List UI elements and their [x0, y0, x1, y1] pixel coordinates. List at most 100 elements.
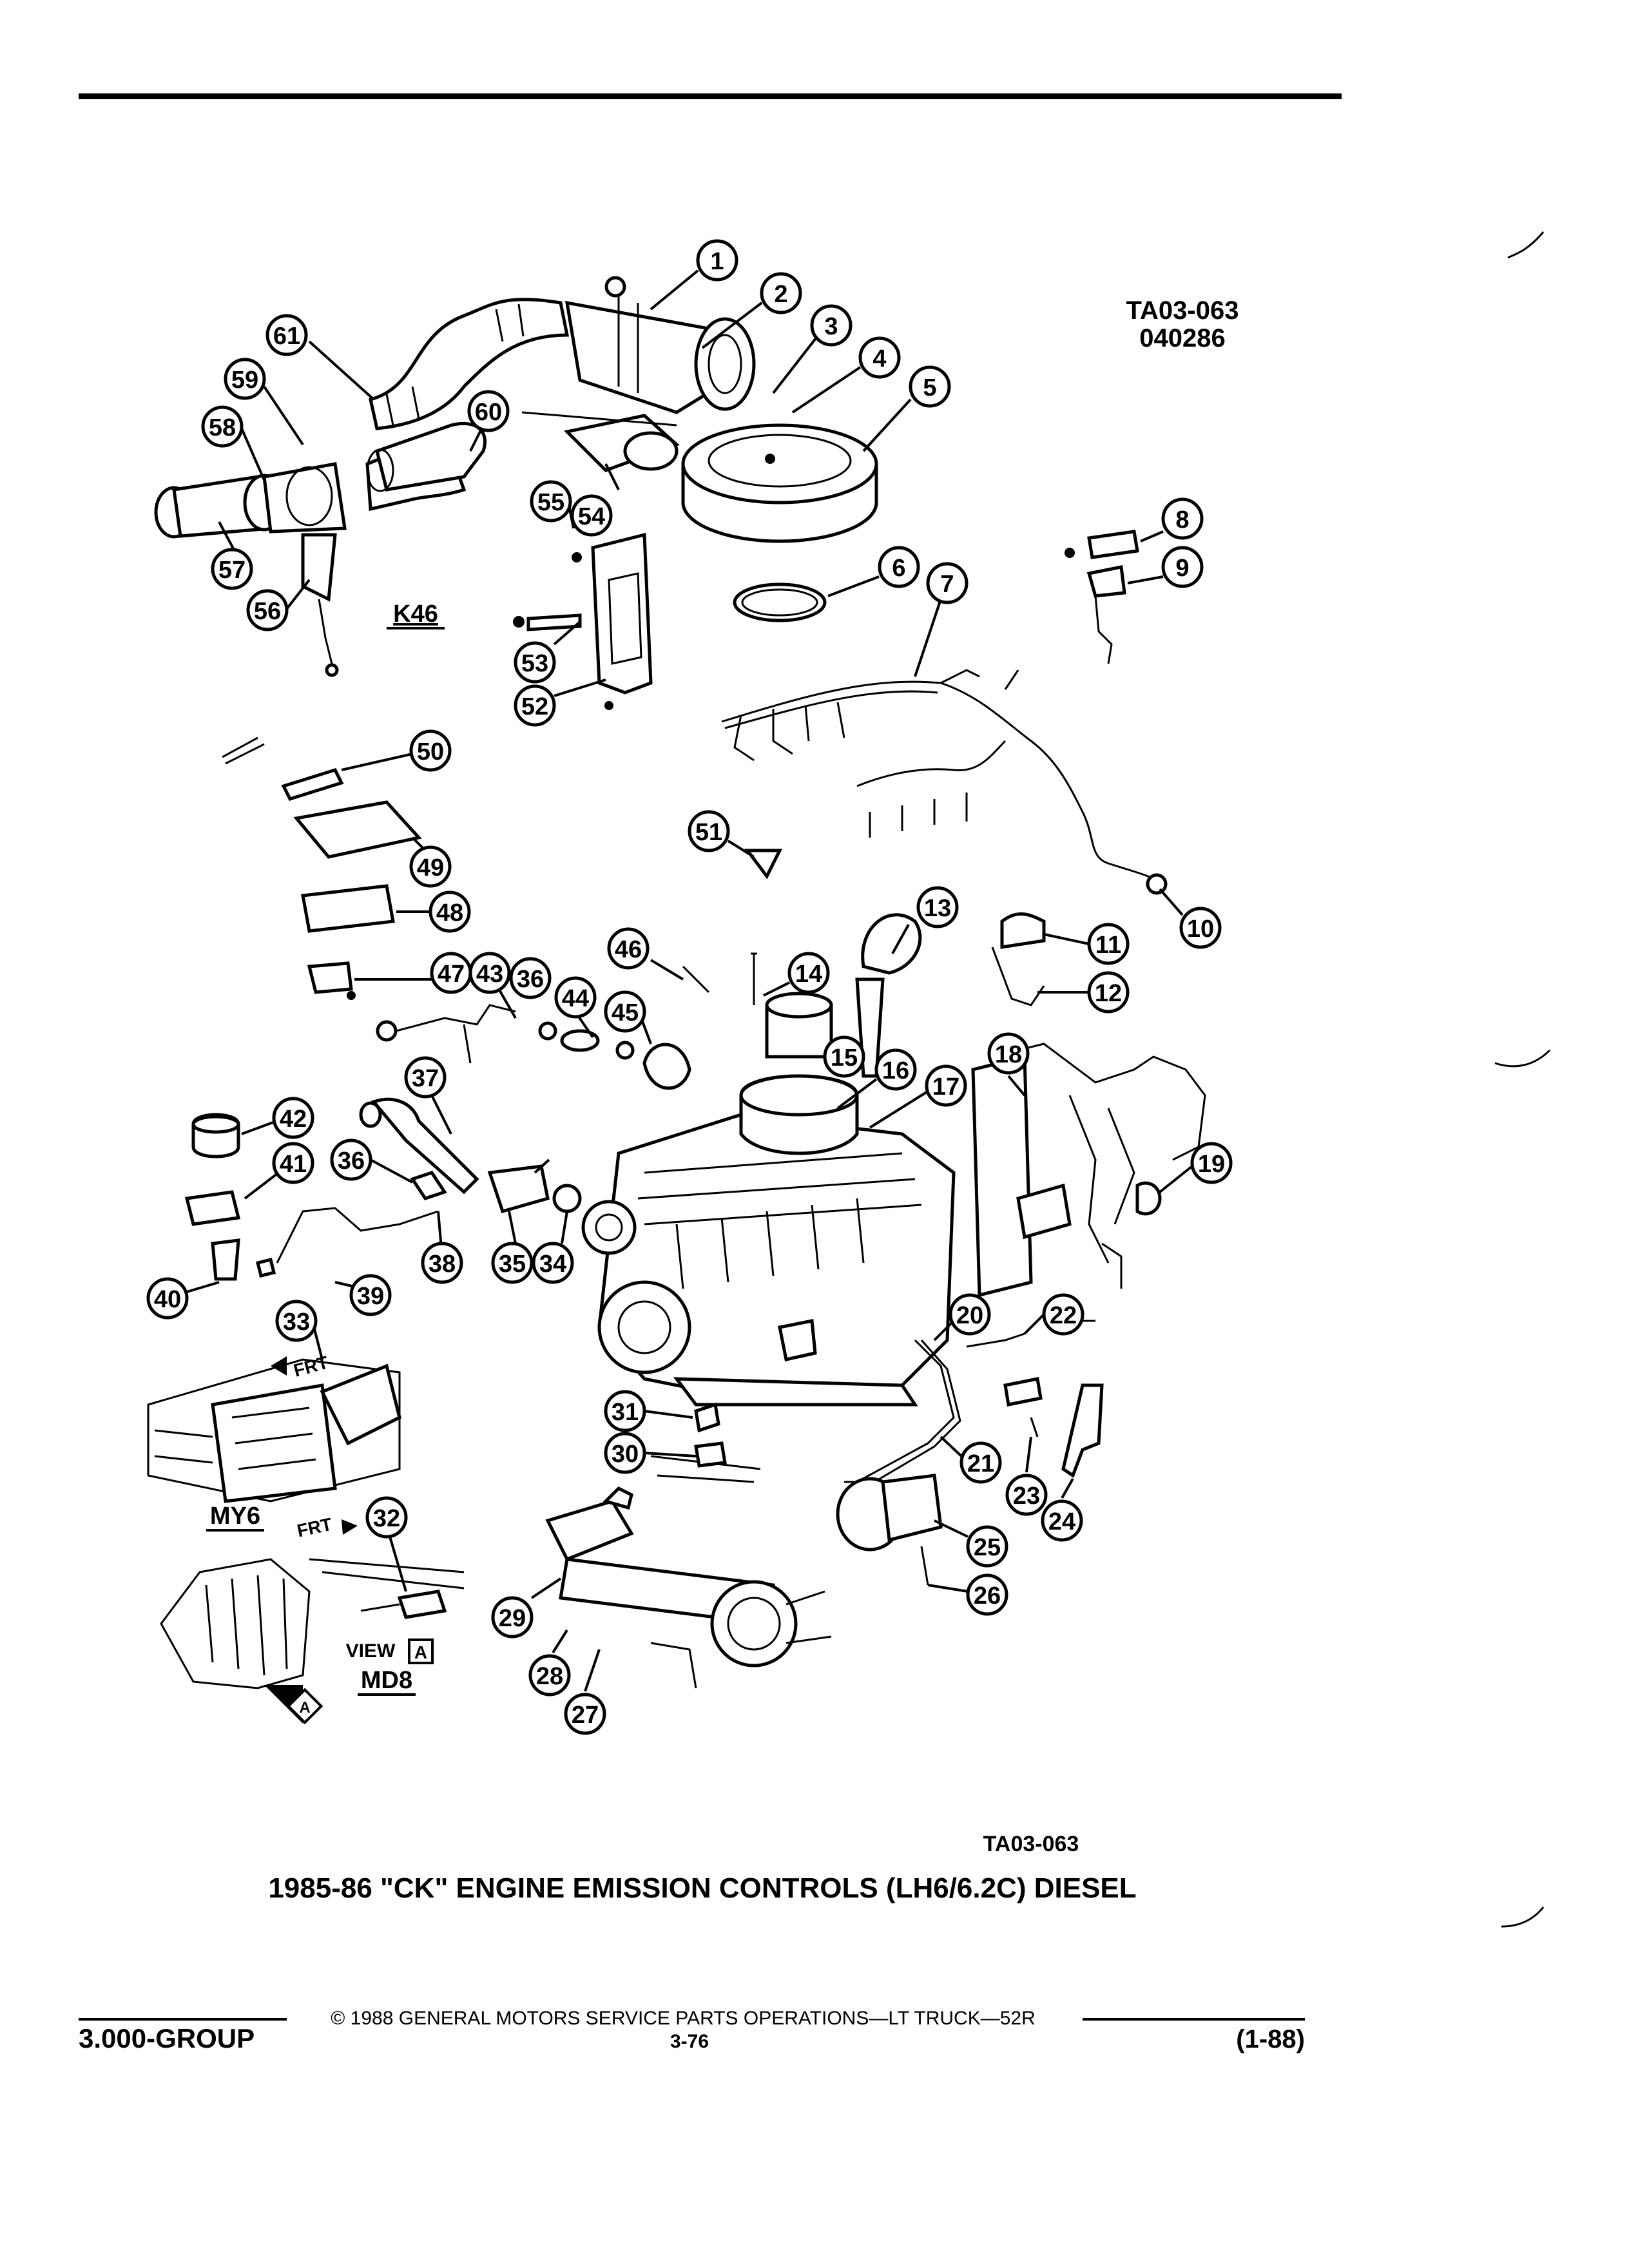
leader-lines [186, 269, 1193, 1692]
callout-59: 59 [224, 358, 266, 400]
callout-34: 34 [532, 1242, 574, 1284]
svg-text:41: 41 [280, 1151, 307, 1178]
view-letter-box [408, 1639, 434, 1664]
svg-text:58: 58 [209, 414, 236, 441]
svg-text:32: 32 [373, 1505, 400, 1532]
callout-10: 10 [1179, 907, 1222, 949]
svg-text:17: 17 [932, 1073, 959, 1100]
callout-4: 4 [858, 336, 901, 379]
callout-32: 32 [365, 1496, 408, 1539]
group-label: 3.000-GROUP [79, 2023, 255, 2053]
sensor-8-9 [1065, 530, 1139, 664]
parts-22-24 [966, 1332, 1104, 1478]
egr-parts-left [222, 736, 422, 1000]
scan-mark-1 [1507, 231, 1545, 259]
inset-md8 [160, 1558, 465, 1689]
vacuum-pump [836, 1474, 943, 1586]
callout-49: 49 [409, 845, 452, 888]
svg-text:46: 46 [615, 936, 642, 963]
copyright-line: © 1988 GENERAL MOTORS SERVICE PARTS OPER… [331, 2008, 1036, 2029]
svg-text:23: 23 [1013, 1483, 1040, 1510]
callout-24: 24 [1041, 1499, 1083, 1542]
air-cleaner [681, 423, 878, 543]
svg-text:35: 35 [499, 1251, 526, 1278]
callout-50: 50 [409, 729, 452, 772]
svg-text:51: 51 [695, 819, 722, 846]
svg-text:61: 61 [273, 323, 300, 350]
callout-22: 22 [1042, 1293, 1084, 1336]
svg-text:4: 4 [872, 345, 886, 372]
svg-text:11: 11 [1095, 932, 1121, 959]
svg-text:53: 53 [521, 650, 548, 677]
callout-45: 45 [604, 990, 646, 1033]
svg-text:27: 27 [572, 1702, 599, 1729]
svg-text:14: 14 [795, 961, 822, 988]
bracket-k46 [513, 532, 653, 710]
frt-arrow-right: FRT [295, 1514, 358, 1541]
callout-36-upper: 36 [509, 957, 552, 999]
svg-text:36: 36 [338, 1148, 365, 1175]
callout-53: 53 [514, 641, 556, 684]
air-intake-duct [369, 276, 756, 430]
label-k46: K46 [393, 601, 438, 628]
callout-11: 11 [1087, 923, 1130, 965]
svg-text:1: 1 [710, 248, 724, 275]
svg-text:3: 3 [824, 313, 838, 340]
callout-25: 25 [966, 1525, 1008, 1568]
callout-21: 21 [959, 1441, 1002, 1484]
svg-text:18: 18 [995, 1041, 1022, 1068]
intake-adapter [521, 411, 680, 472]
svg-text:13: 13 [924, 895, 951, 922]
callout-33: 33 [275, 1300, 318, 1342]
svg-text:36: 36 [517, 966, 544, 993]
svg-text:44: 44 [562, 985, 589, 1012]
svg-text:40: 40 [154, 1286, 181, 1313]
svg-text:22: 22 [1050, 1302, 1077, 1329]
callout-56: 56 [246, 589, 289, 631]
svg-text:19: 19 [1198, 1151, 1225, 1178]
fitting-51 [744, 849, 783, 879]
callout-17: 17 [925, 1064, 967, 1107]
callout-40: 40 [146, 1277, 189, 1320]
svg-text:2: 2 [774, 281, 787, 308]
svg-text:39: 39 [357, 1283, 384, 1310]
svg-text:38: 38 [429, 1251, 456, 1278]
scan-mark-3 [1501, 1907, 1545, 1928]
label-my6: MY6 [210, 1503, 260, 1530]
callout-9: 9 [1161, 546, 1204, 588]
svg-text:57: 57 [218, 557, 246, 584]
svg-text:31: 31 [612, 1399, 639, 1426]
figure-caption: 1985-86 "CK" ENGINE EMISSION CONTROLS (L… [268, 1872, 1136, 1904]
svg-text:48: 48 [436, 899, 463, 927]
svg-text:30: 30 [612, 1441, 639, 1468]
callout-14: 14 [787, 952, 830, 994]
scan-mark-2 [1494, 1049, 1551, 1068]
callout-38: 38 [421, 1242, 463, 1284]
svg-text:43: 43 [476, 961, 503, 988]
svg-text:60: 60 [475, 399, 502, 426]
air-cleaner-gasket [733, 582, 827, 622]
svg-text:12: 12 [1095, 980, 1122, 1007]
firewall-panel [971, 1043, 1206, 1322]
callout-26: 26 [966, 1573, 1008, 1616]
svg-text:9: 9 [1175, 555, 1189, 582]
svg-text:33: 33 [283, 1309, 310, 1336]
callout-35: 35 [491, 1242, 534, 1284]
svg-text:47: 47 [438, 961, 465, 988]
svg-text:20: 20 [956, 1302, 983, 1329]
callout-27: 27 [564, 1693, 606, 1735]
callout-3: 3 [810, 304, 853, 347]
svg-text:26: 26 [974, 1582, 1001, 1610]
frt-label-left: FRT [291, 1352, 331, 1381]
figure-date: 040286 [1139, 324, 1225, 352]
callout-42: 42 [272, 1097, 314, 1139]
brake-booster [545, 1486, 832, 1689]
callout-43: 43 [468, 952, 511, 994]
arrow-letter: A [299, 1699, 310, 1716]
wiring-harness [721, 669, 1168, 895]
parts-38-42 [184, 1097, 582, 1281]
callout-2: 2 [760, 272, 802, 314]
top-rule [79, 93, 1342, 99]
svg-text:42: 42 [280, 1106, 307, 1133]
